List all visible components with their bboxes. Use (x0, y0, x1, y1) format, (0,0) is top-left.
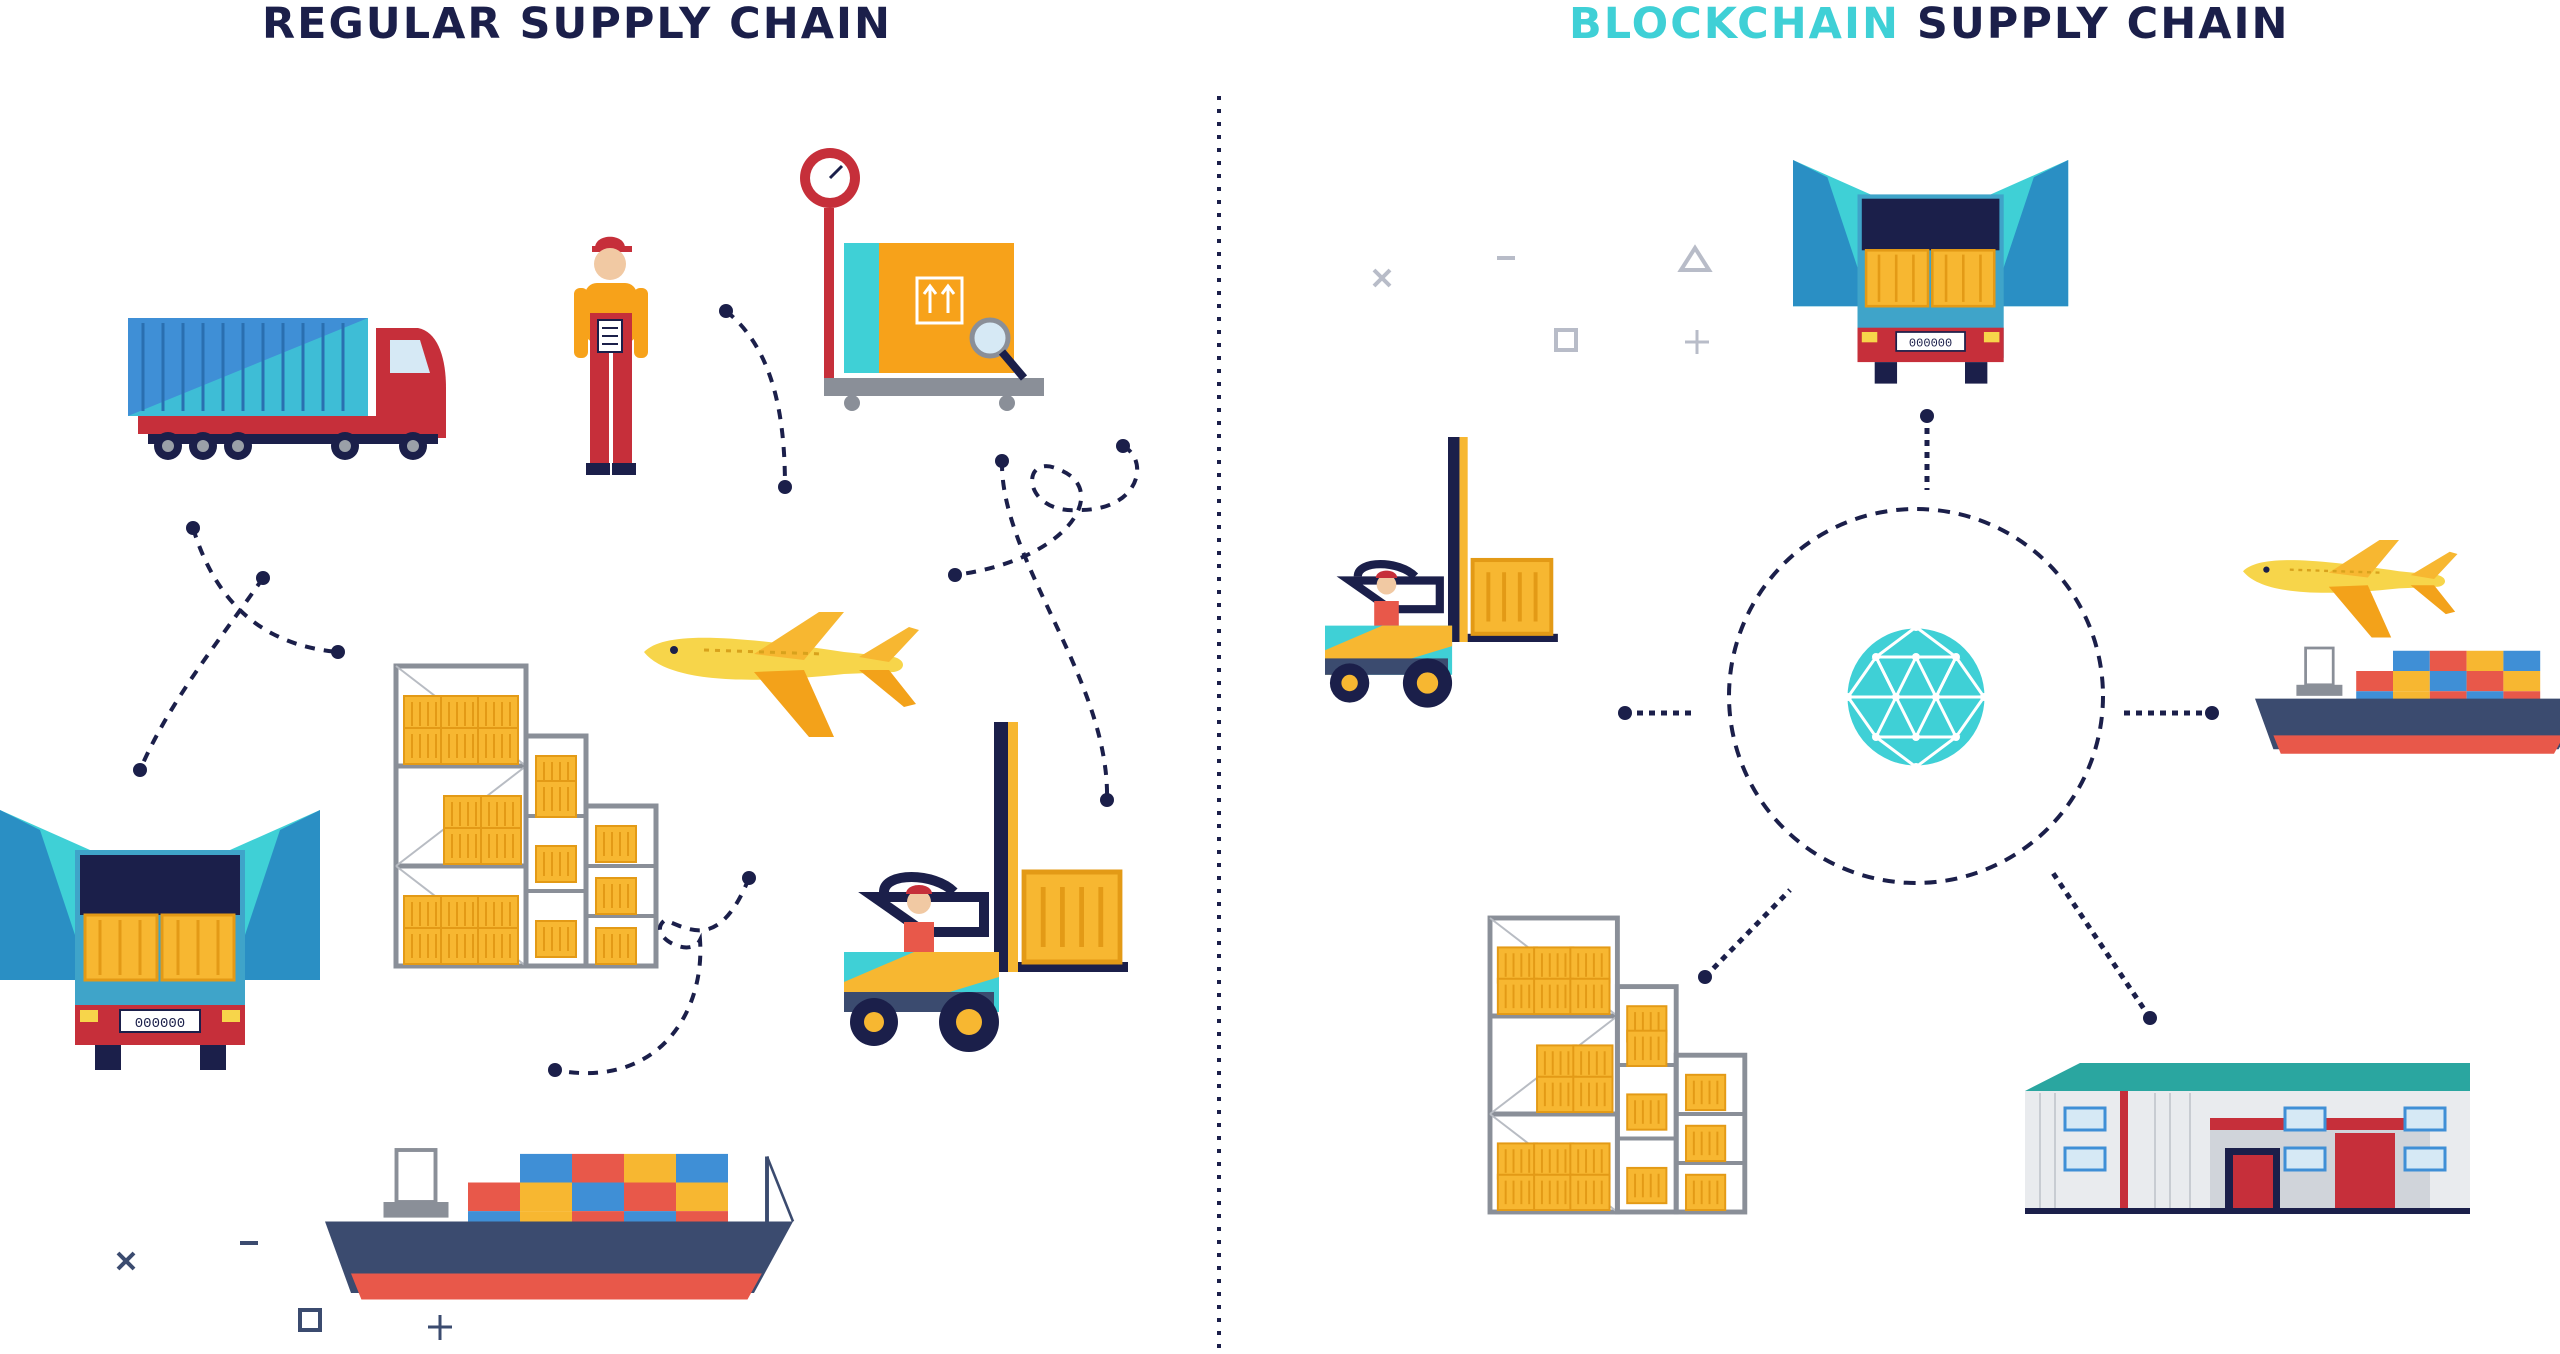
license-plate: 000000 (1909, 337, 1952, 351)
warehouse-worker (574, 236, 648, 475)
decorative-symbols (116, 1241, 452, 1340)
storage-racks (396, 666, 656, 966)
container-ship (323, 1148, 795, 1302)
regular-supply-chain-title: REGULAR SUPPLY CHAIN (262, 0, 892, 49)
blockchain-network-icon (1844, 623, 1988, 771)
cargo-plane (2241, 538, 2459, 639)
blockchain-supply-chain-title: BLOCKCHAIN SUPPLY CHAIN (1569, 0, 2289, 48)
connection-dots (1618, 409, 2219, 1025)
forklift (844, 722, 1128, 1052)
supply-chain-words: SUPPLY CHAIN (1899, 0, 2290, 49)
open-delivery-truck: 000000 (1793, 160, 2068, 384)
blockchain-word: BLOCKCHAIN (1569, 0, 1900, 49)
storage-racks (1490, 918, 1745, 1212)
container-ship (2253, 646, 2560, 756)
warehouse-building (2025, 1063, 2470, 1214)
license-plate: 000000 (135, 1016, 185, 1032)
chaotic-connection-lines (138, 309, 1140, 1076)
package-on-scale (800, 148, 1044, 411)
cargo-plane (642, 610, 921, 739)
decorative-symbols (1372, 244, 1713, 354)
open-delivery-truck: 000000 (0, 810, 320, 1070)
container-truck (128, 318, 446, 460)
blockchain-connections (1625, 416, 2212, 1020)
connection-dots (133, 304, 1130, 1077)
blockchain-ring (1727, 507, 2105, 885)
forklift (1325, 437, 1558, 708)
